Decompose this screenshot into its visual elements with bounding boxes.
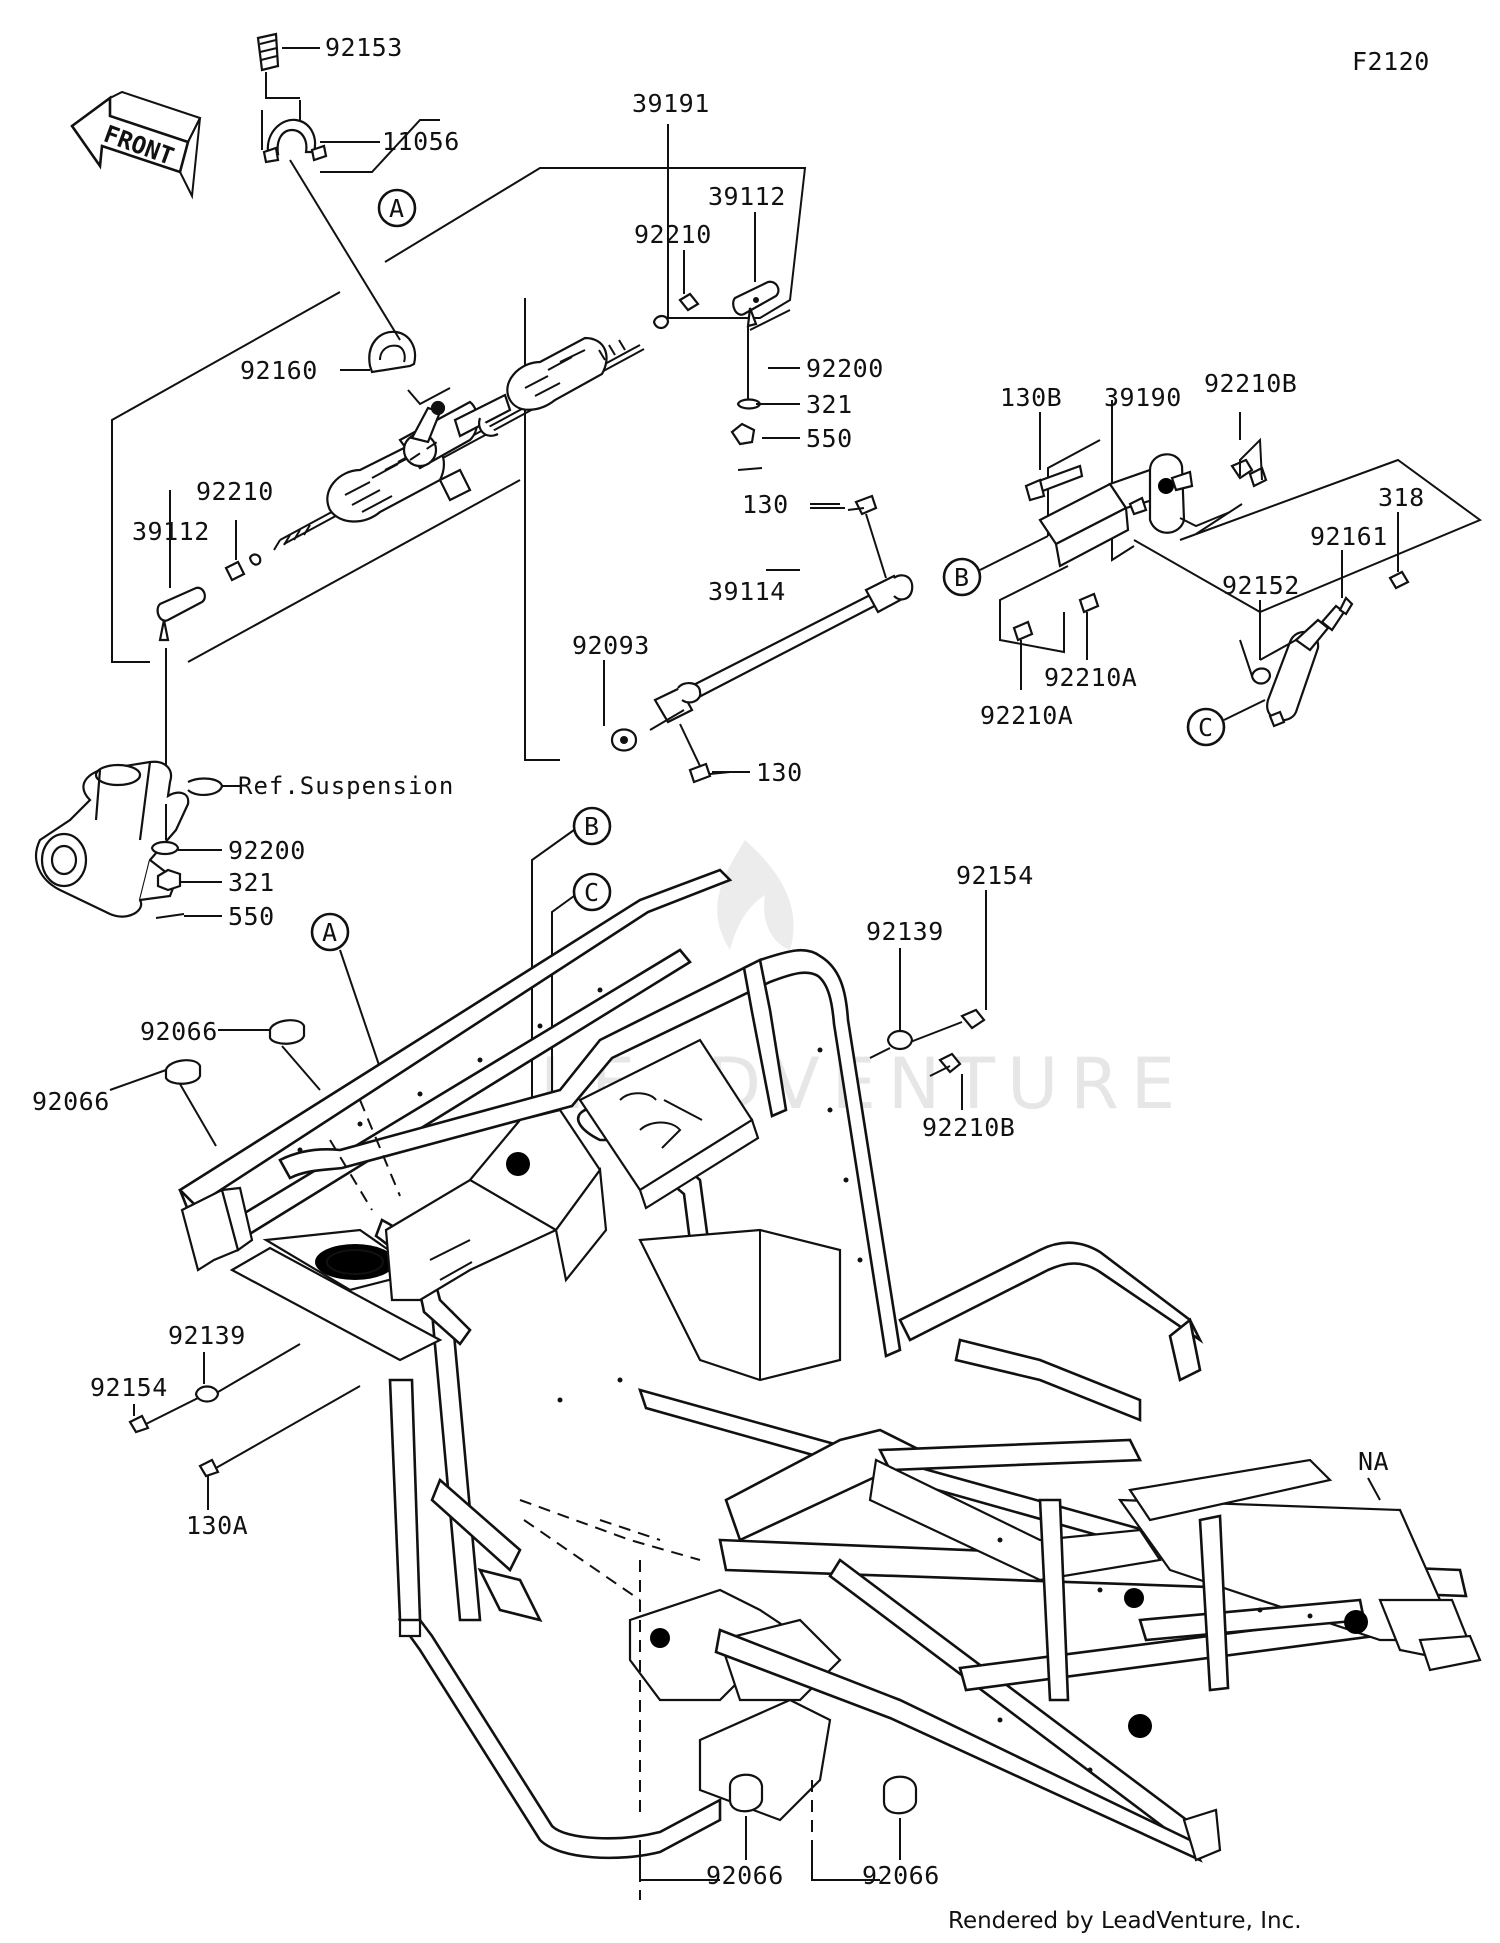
label-130-bottom: 130 [756, 758, 803, 787]
callout-a-frame-letter: A [322, 918, 338, 947]
tie-rod-left-parts [35, 510, 262, 919]
label-92139-top: 92139 [866, 917, 944, 946]
label-550-top: 550 [806, 424, 853, 453]
label-92200-left: 92200 [228, 836, 306, 865]
callout-c-right: C [1186, 699, 1266, 747]
label-92152: 92152 [1222, 571, 1300, 600]
label-92154-left: 92154 [90, 1373, 168, 1402]
frame-fasteners [128, 1008, 986, 1815]
label-39112-left: 39112 [132, 517, 210, 546]
label-11056: 11056 [382, 127, 460, 156]
credit-text: Rendered by LeadVenture, Inc. [948, 1908, 1302, 1934]
label-39114: 39114 [708, 577, 786, 606]
callout-c-right-letter: C [1198, 713, 1214, 742]
label-92200-top: 92200 [806, 354, 884, 383]
label-130-top: 130 [742, 490, 789, 519]
label-92210-top: 92210 [634, 220, 712, 249]
label-92210B-top: 92210B [1204, 369, 1297, 398]
callout-b-right-letter: B [954, 563, 970, 592]
frame-body [177, 868, 1482, 1900]
tie-rod-right-parts [652, 230, 780, 471]
label-39190: 39190 [1104, 383, 1182, 412]
label-39191: 39191 [632, 89, 710, 118]
label-39112-top: 39112 [708, 182, 786, 211]
watermark-flame-icon [717, 840, 794, 950]
callout-b-frame-letter: B [584, 812, 600, 841]
steering-column-parts [999, 420, 1483, 654]
label-92210A-1: 92210A [1044, 663, 1137, 692]
callout-b-right: B [942, 535, 1049, 597]
callout-c-frame: C [551, 872, 612, 1180]
label-321-left: 321 [228, 868, 275, 897]
label-92066-2: 92066 [32, 1087, 110, 1116]
part-labels: 92153 11056 39191 39112 92210 92200 321 … [32, 33, 1425, 1890]
callout-a-frame: A [310, 912, 381, 1069]
label-92160: 92160 [240, 356, 318, 385]
callout-b-frame: B [531, 806, 612, 1190]
diagram-code: F2120 [1352, 47, 1430, 76]
callout-c-frame-letter: C [584, 878, 600, 907]
steering-knuckle [35, 760, 224, 918]
rivet-dots [297, 987, 1313, 1773]
label-92210-left: 92210 [196, 477, 274, 506]
label-92066-4: 92066 [862, 1861, 940, 1890]
leader-lines [109, 47, 1399, 1860]
label-92161: 92161 [1310, 522, 1388, 551]
label-92153: 92153 [325, 33, 403, 62]
label-92093: 92093 [572, 631, 650, 660]
label-92066-3: 92066 [706, 1861, 784, 1890]
callout-a-top-letter: A [389, 194, 405, 223]
label-ref-suspension: Ref.Suspension [238, 772, 454, 800]
label-92066-1: 92066 [140, 1017, 218, 1046]
label-92210A-2: 92210A [980, 701, 1073, 730]
label-130A: 130A [186, 1511, 248, 1540]
callout-a-top: A [377, 188, 417, 228]
label-550-left: 550 [228, 902, 275, 931]
label-130B: 130B [1000, 383, 1062, 412]
label-318: 318 [1378, 483, 1425, 512]
steering-damper-part [1239, 528, 1410, 728]
label-92139-left: 92139 [168, 1321, 246, 1350]
label-92210B-mid: 92210B [922, 1113, 1015, 1142]
label-NA: NA [1358, 1447, 1389, 1476]
label-321-top: 321 [806, 390, 853, 419]
clamp-parts [256, 32, 451, 406]
steering-rack-part [273, 336, 645, 551]
label-92154-top: 92154 [956, 861, 1034, 890]
steering-rack-group-frame [111, 167, 807, 761]
steering-shaft-part [610, 494, 914, 784]
front-arrow-icon: FRONT [70, 90, 202, 200]
